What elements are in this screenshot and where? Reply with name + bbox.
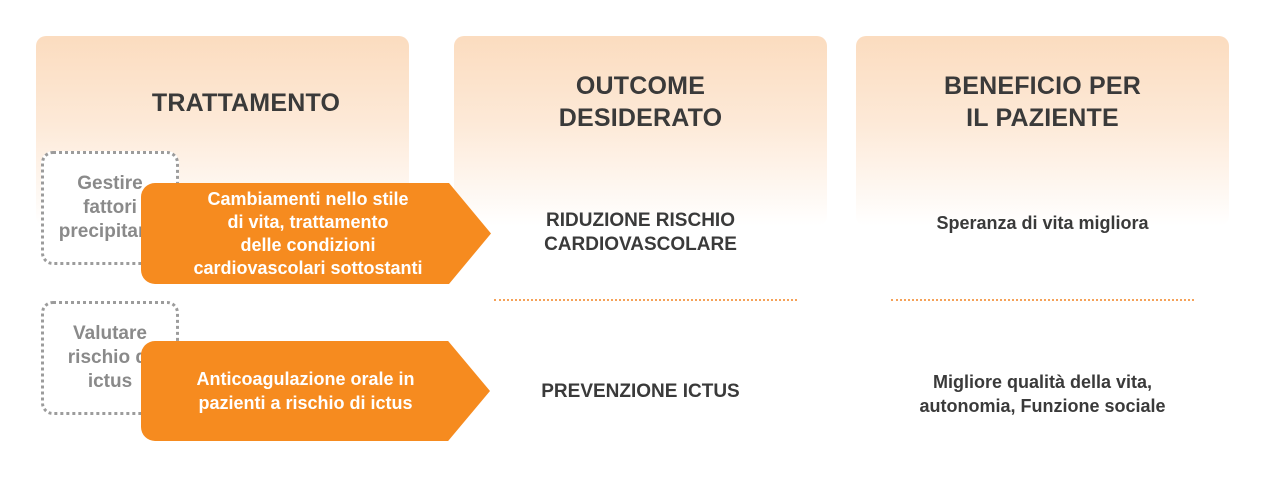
benefit-column-background xyxy=(856,36,1229,226)
outcome-stroke-prevention: PREVENZIONE ICTUS xyxy=(541,381,740,402)
outcome-column-background xyxy=(454,36,827,226)
benefit-quality-of-life: Migliore qualità della vita,autonomia, F… xyxy=(919,372,1166,416)
row-separator-benefit xyxy=(891,299,1194,301)
treatment-header: TRATTAMENTO xyxy=(151,89,341,117)
row-separator-outcome xyxy=(494,299,797,301)
benefit-life-expectancy: Speranza di vita migliora xyxy=(936,213,1149,233)
